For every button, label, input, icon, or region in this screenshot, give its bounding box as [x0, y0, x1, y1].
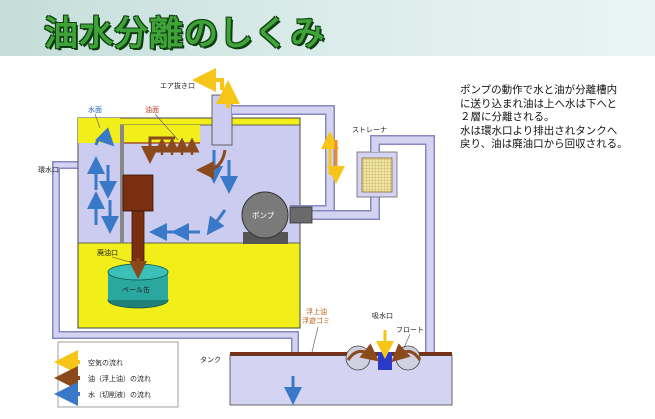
air-vent-column [192, 68, 240, 146]
water-surface-pointer [94, 113, 101, 129]
waste-oil-port-label: 廃油口 [97, 248, 118, 257]
float-assembly [345, 330, 422, 371]
suction-port-label: 吸水口 [372, 311, 393, 320]
pump-label: ポンプ [252, 211, 275, 220]
floating-oil-pointer [311, 326, 319, 353]
oil-layer [124, 125, 200, 143]
pail-can: ペール缶 [107, 263, 169, 309]
pail-can-label: ペール缶 [122, 285, 150, 294]
return-pipe [52, 161, 299, 352]
description-line: 戻り、油は廃油口から回収される。 [460, 138, 628, 150]
return-port-label: 環水口 [38, 165, 59, 174]
legend-air-label: 空気の流れ [88, 358, 123, 367]
waste-oil-pointer [111, 256, 131, 263]
oil-flow-arrows [129, 136, 227, 279]
description-line: ２層に分離される。 [460, 111, 555, 123]
pump: ポンプ [241, 191, 313, 244]
floating-debris-label: 浮遊ゴミ [302, 316, 330, 325]
air-vent-label: エア抜き口 [160, 81, 195, 90]
strainer [300, 135, 435, 380]
description-line: 水は環水口より排出されタンクへ [460, 124, 618, 137]
legend-oil-label: 油（浮上油）の流れ [88, 374, 151, 383]
floating-oil-label: 浮上油 [306, 307, 327, 316]
oil-surface-pointer [154, 113, 179, 141]
description-line: ポンプの動作で水と油が分離槽内 [460, 84, 618, 96]
oil-column [122, 174, 154, 212]
page-title: 油水分離のしくみ [44, 14, 326, 54]
tank-label: タンク [200, 355, 221, 364]
partition-wall [120, 125, 124, 243]
description-text: ポンプの動作で水と油が分離槽内 に送り込まれ油は上へ水は下へと ２層に分離される… [460, 84, 655, 152]
water-surface-label: 水面 [88, 105, 102, 114]
oil-drain-pipe [131, 210, 145, 267]
strainer-label: ストレーナ [352, 126, 387, 134]
title-banner [0, 0, 655, 56]
float-label: フロート [396, 326, 424, 334]
legend-box [57, 341, 179, 408]
legend: 空気の流れ 油（浮上油）の流れ 水（切削液）の流れ [54, 341, 179, 408]
float-pointer [403, 333, 411, 349]
legend-water-label: 水（切削液）の流れ [88, 390, 151, 399]
oil-surface-label: 油面 [145, 105, 159, 114]
description-line: に送り込まれ油は上へ水は下へと [460, 97, 617, 110]
